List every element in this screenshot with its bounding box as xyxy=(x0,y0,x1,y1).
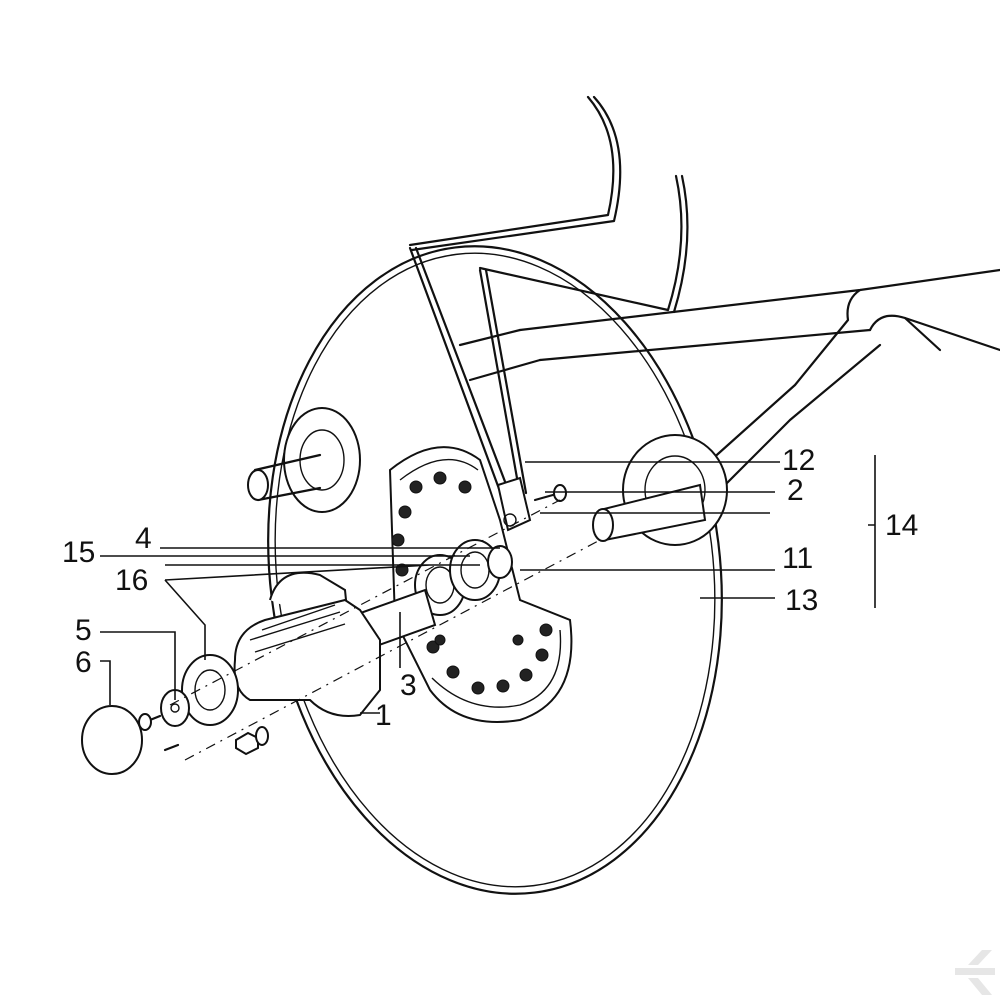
label-6: 6 xyxy=(75,646,92,679)
housing-half-shell xyxy=(233,571,381,717)
axis-lines xyxy=(169,499,601,761)
watermark-logo-icon xyxy=(955,950,995,995)
label-5: 5 xyxy=(75,614,92,647)
part-labels: 12 2 14 4 15 11 16 13 5 6 3 1 xyxy=(62,444,918,732)
label-11: 11 xyxy=(782,542,813,575)
tine-wires xyxy=(408,95,689,507)
frame-tubes xyxy=(458,268,1000,492)
label-15: 15 xyxy=(62,536,95,569)
clip-bracket xyxy=(496,476,567,532)
end-cap xyxy=(81,705,143,775)
leader-lines xyxy=(100,455,876,714)
label-13: 13 xyxy=(785,584,818,617)
nuts xyxy=(235,726,269,756)
bearing-left xyxy=(181,654,239,726)
label-14: 14 xyxy=(885,509,918,542)
washer-bolt xyxy=(138,689,190,752)
label-1: 1 xyxy=(375,699,392,732)
right-axle-shaft xyxy=(592,434,728,546)
label-12: 12 xyxy=(782,444,815,477)
label-3: 3 xyxy=(400,669,417,702)
left-axle-flange xyxy=(247,407,361,513)
label-2: 2 xyxy=(787,474,804,507)
label-4: 4 xyxy=(135,522,152,555)
label-16: 16 xyxy=(115,564,148,597)
